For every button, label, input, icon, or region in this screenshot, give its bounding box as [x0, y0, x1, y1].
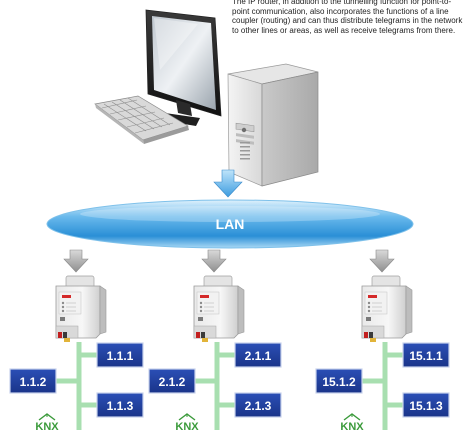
address-label: 15.1.3	[409, 399, 443, 413]
down-arrow-icon	[369, 249, 395, 273]
lan-network-shape	[46, 199, 414, 249]
down-arrow-icon	[63, 249, 89, 273]
address-label: 2.1.3	[245, 399, 272, 413]
address-box: 1.1.1	[96, 342, 144, 368]
down-arrow-icon	[213, 169, 243, 198]
pc-tower-icon	[227, 63, 319, 187]
bus-lines	[54, 342, 404, 430]
down-arrow-icon	[201, 249, 227, 273]
knx-logo: KNX	[35, 413, 59, 433]
address-box: 1.1.3	[96, 392, 144, 418]
intro-text: The IP router, in addition to the tunnel…	[232, 0, 463, 35]
address-label: 1.1.2	[20, 375, 47, 389]
svg-text:KNX: KNX	[175, 421, 199, 433]
address-label: 2.1.2	[159, 375, 186, 389]
din-rail-router-icon	[55, 275, 107, 343]
address-box: 15.1.1	[402, 342, 450, 368]
address-label: 1.1.1	[107, 349, 134, 363]
svg-text:KNX: KNX	[35, 421, 59, 433]
knx-logo: KNX	[175, 413, 199, 433]
din-rail-router-icon	[193, 275, 245, 343]
lan-label: LAN	[216, 216, 245, 232]
address-box: 15.1.2	[315, 368, 363, 394]
keyboard-icon	[94, 95, 189, 144]
din-rail-router-icon	[361, 275, 413, 343]
address-box: 2.1.2	[148, 368, 196, 394]
workstation-illustration	[94, 9, 319, 187]
address-label: 2.1.1	[245, 349, 272, 363]
desktop-monitor-icon	[145, 9, 222, 126]
svg-text:KNX: KNX	[340, 421, 364, 433]
address-box: 1.1.2	[9, 368, 57, 394]
address-label: 15.1.2	[322, 375, 356, 389]
knx-logo: KNX	[340, 413, 364, 433]
address-label: 15.1.1	[409, 349, 443, 363]
address-box: 2.1.1	[234, 342, 282, 368]
address-label: 1.1.3	[107, 399, 134, 413]
address-box: 2.1.3	[234, 392, 282, 418]
address-box: 15.1.3	[402, 392, 450, 418]
